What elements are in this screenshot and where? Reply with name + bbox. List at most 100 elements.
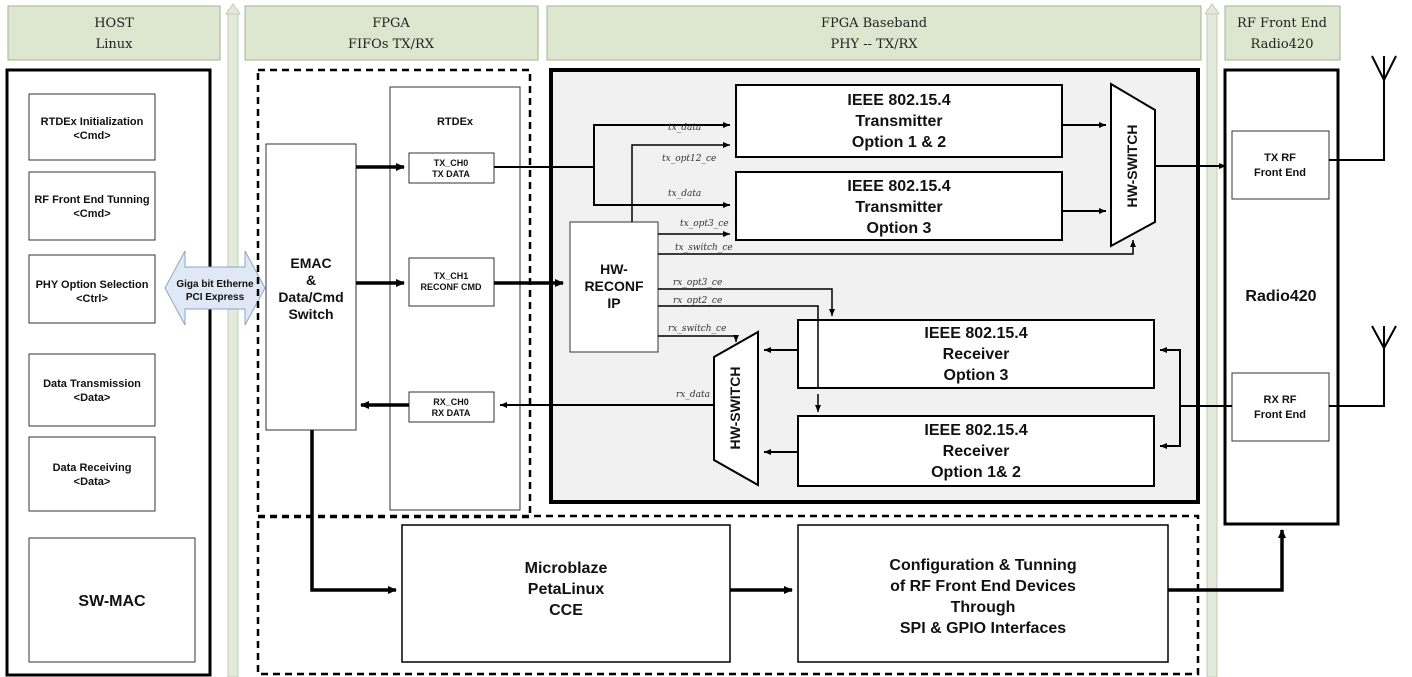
header-host: HOST Linux <box>7 5 221 61</box>
svg-text:HW-: HW- <box>600 261 628 277</box>
svg-text:&: & <box>306 272 316 288</box>
svg-text:Through: Through <box>951 599 1016 616</box>
svg-text:Transmitter: Transmitter <box>855 199 942 216</box>
rx-rf-frontend: RX RF Front End <box>1231 372 1330 442</box>
microblaze-block: Microblaze PetaLinux CCE <box>401 524 731 663</box>
svg-text:Front End: Front End <box>1254 167 1306 179</box>
tx-rf-frontend: TX RF Front End <box>1231 130 1330 200</box>
header-fifo: FPGA FIFOs TX/RX <box>244 5 539 61</box>
svg-text:RTDEx Initialization: RTDEx Initialization <box>41 116 144 128</box>
svg-text:<Data>: <Data> <box>74 476 111 488</box>
svg-text:RX DATA: RX DATA <box>432 408 471 418</box>
swmac-label: SW-MAC <box>78 593 146 610</box>
radio420-label: Radio420 <box>1245 288 1316 305</box>
svg-text:RECONF: RECONF <box>584 278 644 294</box>
svg-text:TX RF: TX RF <box>1264 152 1296 164</box>
emac-block: EMAC & Data/Cmd Switch <box>265 143 357 431</box>
signal-labels: tx_data tx_opt12_ce tx_data tx_opt3_ce t… <box>662 123 733 400</box>
thin-connections <box>494 122 1232 455</box>
host-item-rtdex-init: RTDEx Initialization <Cmd> <box>28 93 156 161</box>
svg-text:SPI & GPIO Interfaces: SPI & GPIO Interfaces <box>900 620 1066 637</box>
header-fifo-line2: FIFOs TX/RX <box>348 37 435 52</box>
svg-text:IEEE 802.15.4: IEEE 802.15.4 <box>924 325 1027 342</box>
svg-text:Switch: Switch <box>288 306 333 322</box>
svg-text:Transmitter: Transmitter <box>855 113 942 130</box>
svg-text:of RF Front End Devices: of RF Front End Devices <box>890 578 1076 595</box>
svg-text:IEEE 802.15.4: IEEE 802.15.4 <box>847 92 950 109</box>
header-baseband-line2: PHY -- TX/RX <box>830 37 918 52</box>
svg-text:Data Receiving: Data Receiving <box>53 462 132 474</box>
signal-rx-switch-ce: rx_switch_ce <box>668 324 726 334</box>
host-item-data-rx: Data Receiving <Data> <box>28 436 156 512</box>
hw-reconf-block: HW- RECONF IP <box>569 221 659 353</box>
signal-rx-opt2-ce: rx_opt2_ce <box>673 296 722 306</box>
svg-text:RX_CH0: RX_CH0 <box>433 397 469 407</box>
svg-text:Microblaze: Microblaze <box>525 560 608 577</box>
tx-hw-switch: HW-SWITCH <box>1110 82 1156 248</box>
tx-ch1-block: TX_CH1 RECONF CMD <box>408 257 495 307</box>
signal-tx-opt3-ce: tx_opt3_ce <box>680 219 729 229</box>
svg-text:PHY Option Selection: PHY Option Selection <box>36 279 149 291</box>
svg-text:TX_CH0: TX_CH0 <box>434 158 469 168</box>
svg-text:Option 3: Option 3 <box>944 367 1009 384</box>
svg-text:RECONF CMD: RECONF CMD <box>421 282 482 292</box>
header-rf: RF Front End Radio420 <box>1224 5 1341 61</box>
host-item-data-tx: Data Transmission <Data> <box>28 353 156 427</box>
lane-separators <box>225 3 1220 677</box>
rx-hw-switch: HW-SWITCH <box>713 330 759 487</box>
signal-tx-data-2: tx_data <box>668 189 701 199</box>
svg-text:Option 1 & 2: Option 1 & 2 <box>852 134 946 151</box>
svg-text:Front End: Front End <box>1254 409 1306 421</box>
thick-connections <box>310 163 1286 594</box>
tx-antenna-icon <box>1329 55 1397 161</box>
tx-hw-switch-label: HW-SWITCH <box>1124 125 1140 208</box>
signal-tx-switch-ce: tx_switch_ce <box>675 243 733 253</box>
rx-antenna-icon <box>1329 325 1397 407</box>
header-baseband: FPGA Baseband PHY -- TX/RX <box>546 5 1202 61</box>
svg-text:Receiver: Receiver <box>943 443 1010 460</box>
svg-text:IP: IP <box>607 295 620 311</box>
svg-text:TX DATA: TX DATA <box>432 169 470 179</box>
header-rf-line1: RF Front End <box>1237 16 1327 31</box>
svg-text:RF Front End Tunning: RF Front End Tunning <box>34 194 149 206</box>
svg-text:EMAC: EMAC <box>290 255 331 271</box>
svg-text:RX RF: RX RF <box>1264 394 1297 406</box>
svg-text:Option 3: Option 3 <box>867 220 932 237</box>
svg-text:Option 1& 2: Option 1& 2 <box>931 464 1021 481</box>
swmac-block: SW-MAC <box>28 537 196 663</box>
tx-option12-block: IEEE 802.15.4 Transmitter Option 1 & 2 <box>735 84 1063 158</box>
svg-text:<Data>: <Data> <box>74 392 111 404</box>
svg-text:<Cmd>: <Cmd> <box>73 130 110 142</box>
header-host-line1: HOST <box>94 16 134 31</box>
svg-text:IEEE 802.15.4: IEEE 802.15.4 <box>847 178 950 195</box>
svg-text:IEEE 802.15.4: IEEE 802.15.4 <box>924 422 1027 439</box>
header-rf-line2: Radio420 <box>1251 37 1314 52</box>
rx-ch0-block: RX_CH0 RX DATA <box>408 391 495 423</box>
svg-text:<Cmd>: <Cmd> <box>73 208 110 220</box>
tx-ch0-block: TX_CH0 TX DATA <box>408 152 495 184</box>
signal-tx-data-1: tx_data <box>668 123 701 133</box>
signal-rx-data: rx_data <box>676 390 710 400</box>
soft-processor-region <box>256 514 1200 676</box>
svg-text:Configuration & Tunning: Configuration & Tunning <box>889 557 1076 574</box>
signal-tx-opt12-ce: tx_opt12_ce <box>662 154 716 164</box>
tx-option3-block: IEEE 802.15.4 Transmitter Option 3 <box>735 171 1063 241</box>
control-connections <box>631 142 1136 412</box>
rx-hw-switch-label: HW-SWITCH <box>727 367 743 450</box>
svg-text:Receiver: Receiver <box>943 346 1010 363</box>
svg-text:PetaLinux: PetaLinux <box>528 581 605 598</box>
host-item-phy-option: PHY Option Selection <Ctrl> <box>28 254 156 324</box>
header-fifo-line1: FPGA <box>372 16 410 31</box>
svg-text:Data/Cmd: Data/Cmd <box>278 289 343 305</box>
link-label-line1: Giga bit Etherne <box>176 279 254 290</box>
rtdex-title: RTDEx <box>437 116 474 128</box>
rx-option3-block: IEEE 802.15.4 Receiver Option 3 <box>797 319 1155 389</box>
config-block: Configuration & Tunning of RF Front End … <box>797 524 1169 663</box>
link-label-line2: PCI Express <box>186 292 245 303</box>
signal-rx-opt3-ce: rx_opt3_ce <box>673 278 722 288</box>
header-baseband-line1: FPGA Baseband <box>821 16 927 31</box>
svg-text:<Ctrl>: <Ctrl> <box>76 293 108 305</box>
svg-text:CCE: CCE <box>549 602 583 619</box>
gigabit-link-arrow: Giga bit Etherne PCI Express <box>164 250 266 326</box>
